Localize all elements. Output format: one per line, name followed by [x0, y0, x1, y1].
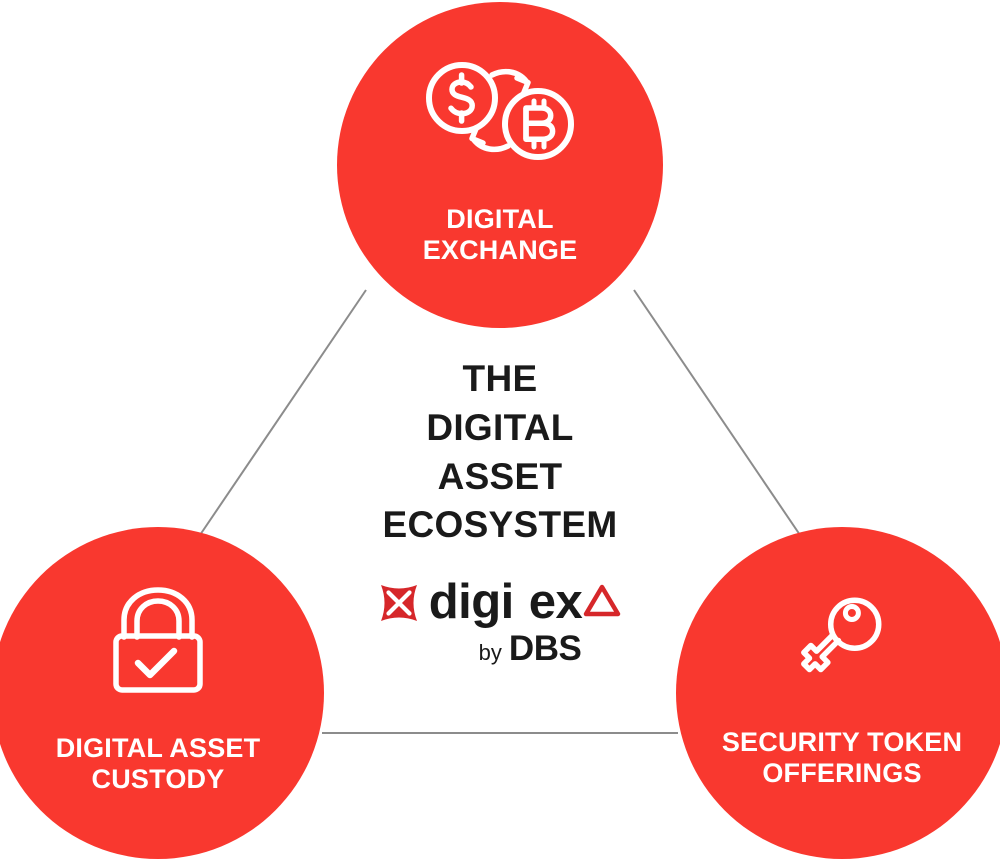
- dbs-star-mark-icon: [379, 583, 419, 623]
- node-digital-exchange[interactable]: DIGITAL EXCHANGE: [337, 2, 663, 328]
- currency-exchange-icon: [422, 58, 578, 162]
- node-label-security-token-offerings: SECURITY TOKEN OFFERINGS: [721, 727, 963, 789]
- padlock-check-icon: [108, 587, 208, 693]
- logo-text-dbs: DBS: [508, 629, 582, 669]
- logo-primary-row: digi ex: [379, 578, 622, 627]
- connector-exchange-to-sto: [633, 289, 801, 536]
- node-label-digital-asset-custody: DIGITAL ASSET CUSTODY: [55, 733, 261, 795]
- page-title: THE DIGITAL ASSET ECOSYSTEM: [382, 358, 618, 546]
- logo-text-ex: ex: [528, 575, 583, 630]
- center-content: THE DIGITAL ASSET ECOSYSTEM digi ex: [330, 355, 670, 669]
- delta-triangle-icon: [583, 583, 621, 618]
- key-icon: [790, 585, 894, 689]
- node-digital-asset-custody[interactable]: DIGITAL ASSET CUSTODY: [0, 527, 324, 859]
- logo-text-digi: digi: [428, 575, 515, 630]
- connector-exchange-to-custody: [199, 289, 367, 536]
- node-security-token-offerings[interactable]: SECURITY TOKEN OFFERINGS: [676, 527, 1000, 859]
- digiex-logo-lockup: digi ex by DBS: [330, 578, 670, 669]
- logo-byline: by DBS: [479, 629, 582, 669]
- node-label-digital-exchange: DIGITAL EXCHANGE: [422, 204, 578, 266]
- logo-wordmark: digi ex: [429, 578, 622, 627]
- logo-text-by: by: [478, 640, 502, 666]
